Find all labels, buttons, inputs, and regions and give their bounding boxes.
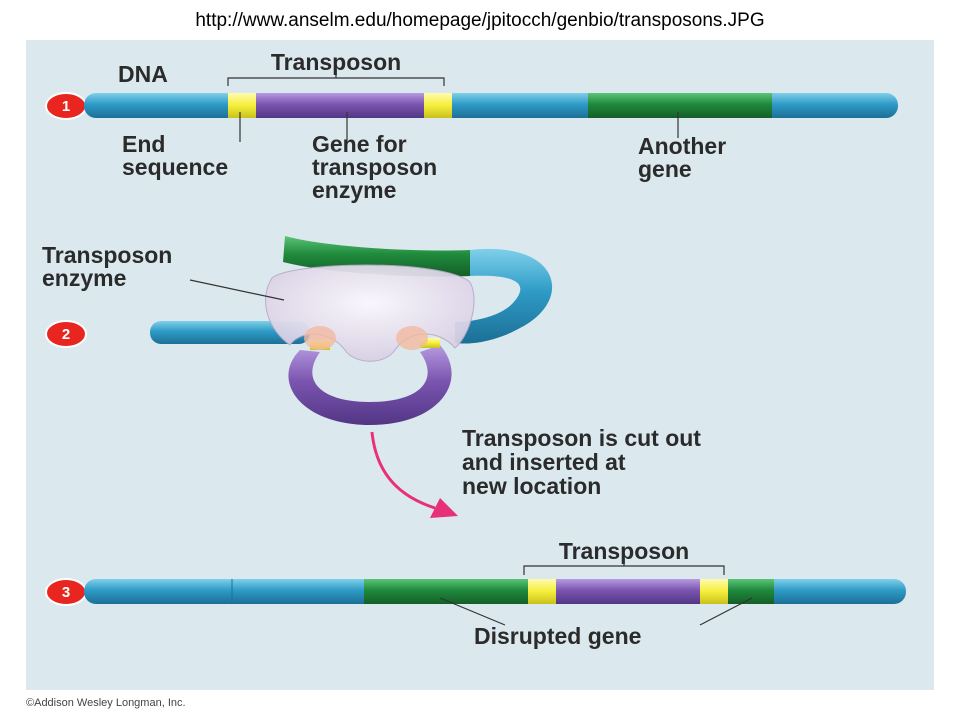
enzyme-binding-site-right: [396, 326, 428, 350]
dna-loop-right: [455, 248, 553, 344]
end-sequence-cut-right: [420, 338, 440, 348]
disrupted-gene-left: [364, 579, 528, 604]
transposon-bracket-3: [523, 562, 725, 575]
end-sequence-inserted-left: [528, 579, 556, 604]
end-sequence-right: [424, 93, 452, 118]
transposon-bracket-1: [227, 74, 445, 86]
enzyme-gene-segment: [256, 93, 424, 118]
label-leader-lines-1: [239, 112, 679, 142]
transposon-label-3: Transposon: [559, 538, 689, 564]
dna-strand-step3: [84, 579, 906, 604]
step-2-number: 2: [62, 326, 70, 343]
end-sequence-label: End sequence: [122, 131, 228, 180]
step-3-number: 3: [62, 584, 70, 601]
cut-and-insert-caption: Transposon is cut out and inserted at ne…: [462, 425, 707, 499]
transposon-enzyme-shape: [265, 264, 475, 362]
dna-stub-left: [150, 321, 310, 344]
end-sequence-left: [228, 93, 256, 118]
another-gene-segment: [588, 93, 772, 118]
transposon-enzyme-label: Transposon enzyme: [42, 242, 179, 291]
inserted-transposon-segment: [556, 579, 700, 604]
end-sequence-inserted-right: [700, 579, 728, 604]
source-url[interactable]: http://www.anselm.edu/homepage/jpitocch/…: [195, 10, 765, 31]
transposon-loop: [288, 345, 452, 425]
step-3-badge: 3: [45, 578, 87, 606]
disrupted-gene-label: Disrupted gene: [474, 623, 641, 649]
transposon-label-1: Transposon: [271, 49, 401, 75]
enzyme-binding-site-left: [304, 326, 336, 350]
disrupted-gene-right: [728, 579, 774, 604]
another-gene-label: Another gene: [638, 133, 733, 182]
movement-arrow: [370, 431, 458, 518]
enzyme-gene-label: Gene for transposon enzyme: [312, 131, 444, 203]
enzyme-complex: [150, 236, 553, 425]
step-2-badge: 2: [45, 320, 87, 348]
step-1-number: 1: [62, 98, 70, 115]
enzyme-leader-line: [189, 279, 285, 301]
disrupted-leader-lines: [439, 597, 753, 626]
copyright-credit: ©Addison Wesley Longman, Inc.: [26, 697, 186, 709]
dna-strand-step1: [84, 93, 898, 118]
dna-label: DNA: [118, 61, 168, 87]
step-1-badge: 1: [45, 92, 87, 120]
